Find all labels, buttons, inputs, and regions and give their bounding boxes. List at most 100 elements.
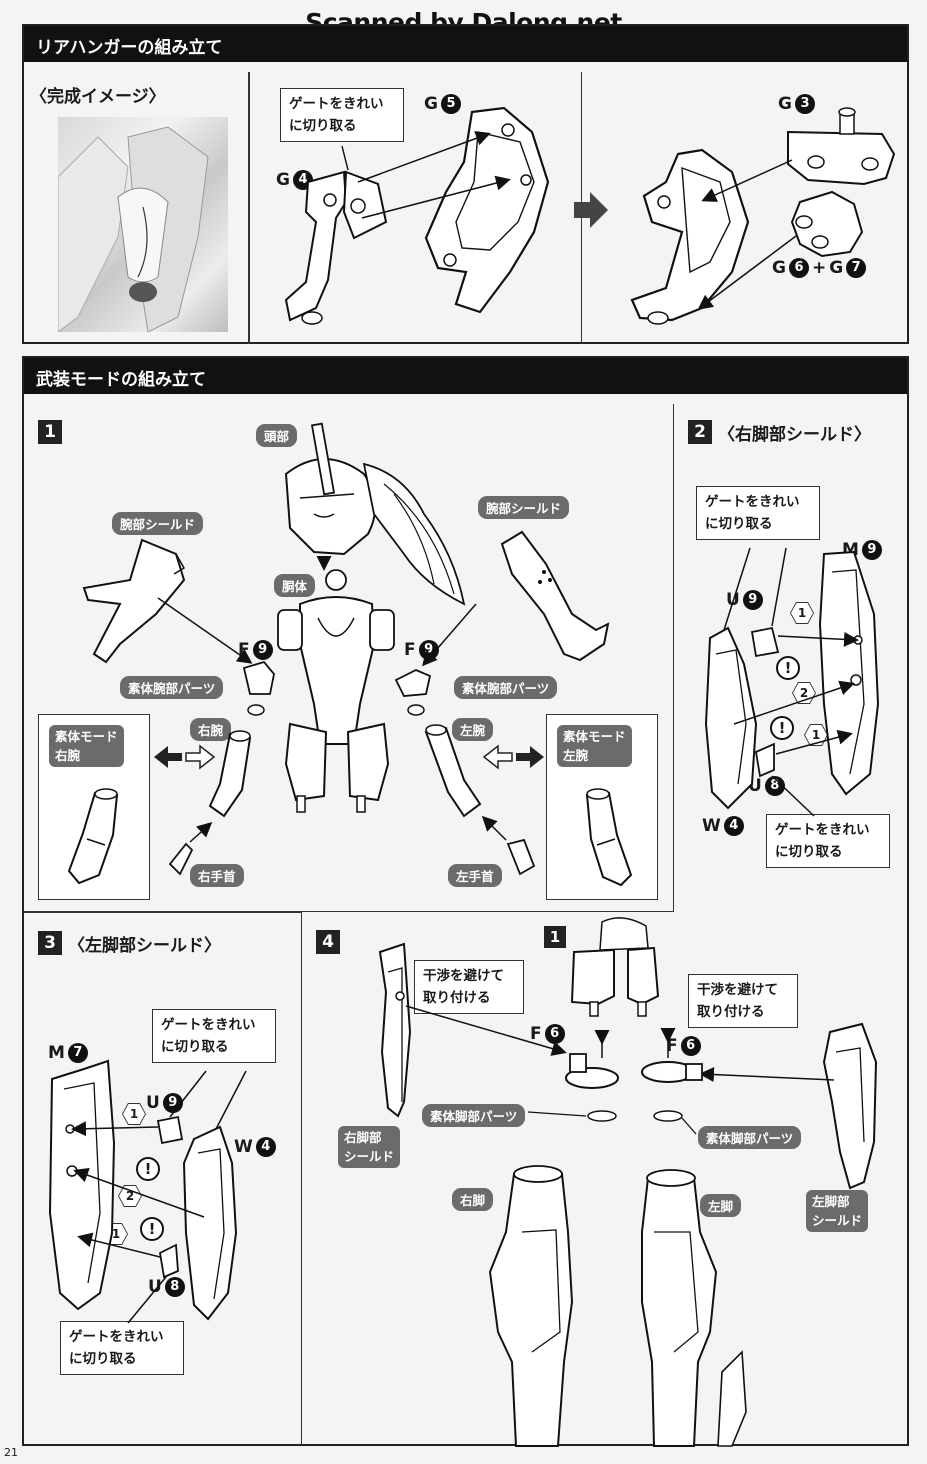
- step2-callout-top: ゲートをきれい に切り取る: [696, 486, 820, 540]
- body-mode-right-arm-drawing: [67, 788, 119, 885]
- part-w4-step3: W 4: [234, 1137, 276, 1157]
- tag-torso: 胴体: [274, 574, 316, 597]
- complete-image-panel: 〈完成イメージ〉: [24, 72, 249, 344]
- part-f6-right-letter: F: [666, 1036, 678, 1056]
- step3-callout-bottom: ゲートをきれい に切り取る: [60, 1321, 184, 1375]
- part-g3-num: 3: [794, 94, 815, 114]
- part-f6-right-num: 6: [680, 1036, 701, 1056]
- step3-shield-drawing: [48, 1059, 247, 1324]
- step2-shield-drawing: [704, 547, 880, 817]
- part-f6-left-letter: F: [530, 1024, 542, 1044]
- step4-legs-drawing: [378, 917, 878, 1447]
- step3-panel: 3 〈左脚部シールド〉 ゲートをきれい に切り取る ゲートをきれい に切り取る …: [24, 912, 302, 1446]
- step3-hex-2: 2: [118, 1185, 142, 1207]
- part-u8-step3: U 8: [148, 1277, 185, 1297]
- armed-mode-section: 武装モードの組み立て 1 頭部 腕部シールド 腕部シールド 胴体 素体腕部パーツ…: [22, 356, 909, 1447]
- rear-hanger-parts-drawing: [284, 106, 550, 325]
- step4-panel: 4 1 干渉を避けて 取り付ける 干渉を避けて 取り付ける F 6 F 6 右脚…: [302, 912, 909, 1447]
- part-w4-num: 4: [723, 816, 744, 836]
- part-u8-num: 8: [164, 1277, 185, 1297]
- part-u8-letter: U: [148, 1277, 162, 1297]
- part-f9-left-num: 9: [252, 640, 273, 660]
- part-g7-letter: G: [829, 258, 844, 278]
- step2-panel: 2 〈右脚部シールド〉 ゲートをきれい に切り取る ゲートをきれい に切り取る …: [674, 404, 909, 912]
- part-m7-letter: M: [48, 1043, 65, 1063]
- step2-hex-3: 1: [804, 724, 828, 746]
- step2-warning-icon-2: !: [770, 716, 794, 740]
- tag-body-arm-parts-left: 素体腕部パーツ: [120, 676, 224, 699]
- body-mode-left-arm-box: 素体モード 左腕: [546, 714, 658, 900]
- step1-figure-drawing: [82, 422, 610, 876]
- tag-body-mode-left-arm: 素体モード 左腕: [557, 725, 632, 767]
- tag-body-arm-parts-right: 素体腕部パーツ: [454, 676, 558, 699]
- tag-right-wrist: 右手首: [190, 864, 244, 887]
- part-u9-letter: U: [146, 1093, 160, 1113]
- rear-hanger-section: リアハンガーの組み立て 〈完成イメージ〉 ゲートをきれい に切り取る G 5 G…: [22, 24, 909, 344]
- step4-callout-right: 干渉を避けて 取り付ける: [688, 974, 798, 1028]
- swap-arrow-right-arm: [154, 744, 216, 770]
- step4-number: 4: [316, 930, 340, 954]
- part-u8-num: 8: [764, 776, 785, 796]
- part-m9-num: 9: [861, 540, 882, 560]
- part-g5: G 5: [424, 94, 461, 114]
- next-step-arrow: [574, 192, 608, 228]
- step4-callout-left: 干渉を避けて 取り付ける: [414, 960, 524, 1014]
- part-g3: G 3: [778, 94, 815, 114]
- part-f6-left: F 6: [530, 1024, 565, 1044]
- tag-right-leg: 右脚: [452, 1188, 494, 1211]
- tag-left-leg: 左脚: [700, 1194, 742, 1217]
- tag-left-wrist: 左手首: [448, 864, 502, 887]
- part-w4-letter: W: [234, 1137, 253, 1157]
- step3-callout-top: ゲートをきれい に切り取る: [152, 1009, 276, 1063]
- swap-arrow-left-arm: [482, 744, 544, 770]
- part-u9-num: 9: [742, 590, 763, 610]
- part-w4-num: 4: [255, 1137, 276, 1157]
- step2-callout-bottom: ゲートをきれい に切り取る: [766, 814, 890, 868]
- tag-head: 頭部: [256, 424, 298, 447]
- step3-number: 3: [38, 931, 62, 955]
- part-m7: M 7: [48, 1043, 88, 1063]
- step2-title: 〈右脚部シールド〉: [718, 425, 871, 445]
- part-w4-letter: W: [702, 816, 721, 836]
- tag-left-leg-shield: 左脚部 シールド: [806, 1190, 869, 1232]
- part-g6-letter: G: [772, 258, 786, 278]
- tag-right-arm: 右腕: [190, 718, 232, 741]
- rear-hanger-result-panel: G 3 G 6 + G 7: [582, 72, 909, 344]
- part-g6-g7: G 6 + G 7: [772, 258, 867, 278]
- complete-image-label: 〈完成イメージ〉: [30, 87, 166, 107]
- part-g3-letter: G: [778, 94, 792, 114]
- part-g6-num: 6: [788, 258, 809, 278]
- step1-panel: 1 頭部 腕部シールド 腕部シールド 胴体 素体腕部パーツ 素体腕部パーツ 右腕…: [24, 404, 674, 912]
- step1-number: 1: [38, 420, 62, 444]
- tag-body-leg-parts-right: 素体脚部パーツ: [698, 1126, 802, 1149]
- page-number: 21: [4, 1446, 18, 1459]
- part-m7-num: 7: [67, 1043, 88, 1063]
- armed-mode-header: 武装モードの組み立て: [24, 358, 907, 394]
- part-g7-num: 7: [846, 258, 867, 278]
- complete-image-photo: [58, 117, 228, 332]
- rear-hanger-assembly-panel: ゲートをきれい に切り取る G 5 G 4: [249, 72, 582, 344]
- step3-title: 〈左脚部シールド〉: [68, 936, 221, 956]
- step2-hex-1: 1: [790, 602, 814, 624]
- part-g4-letter: G: [276, 170, 290, 190]
- part-f9-right-letter: F: [404, 640, 416, 660]
- part-f6-left-num: 6: [544, 1024, 565, 1044]
- part-f6-right: F 6: [666, 1036, 701, 1056]
- part-g5-num: 5: [440, 94, 461, 114]
- tag-body-mode-right-arm: 素体モード 右腕: [49, 725, 124, 767]
- body-mode-left-arm-drawing: [585, 788, 633, 887]
- tag-left-arm: 左腕: [452, 718, 494, 741]
- part-w4-step2: W 4: [702, 816, 744, 836]
- step3-warning-icon-2: !: [140, 1217, 164, 1241]
- plus-sign: +: [811, 258, 827, 278]
- tag-arm-shield-left: 腕部シールド: [112, 512, 204, 535]
- gate-callout: ゲートをきれい に切り取る: [280, 88, 404, 142]
- rear-hanger-result-drawing: [630, 107, 896, 325]
- body-mode-right-arm-box: 素体モード 右腕: [38, 714, 150, 900]
- step3-warning-icon-1: !: [136, 1157, 160, 1181]
- tag-arm-shield-right: 腕部シールド: [478, 496, 570, 519]
- part-g5-letter: G: [424, 94, 438, 114]
- step3-hex-1: 1: [122, 1103, 146, 1125]
- tag-body-leg-parts-left: 素体脚部パーツ: [422, 1104, 526, 1127]
- step4-ref-step: 1: [544, 926, 566, 948]
